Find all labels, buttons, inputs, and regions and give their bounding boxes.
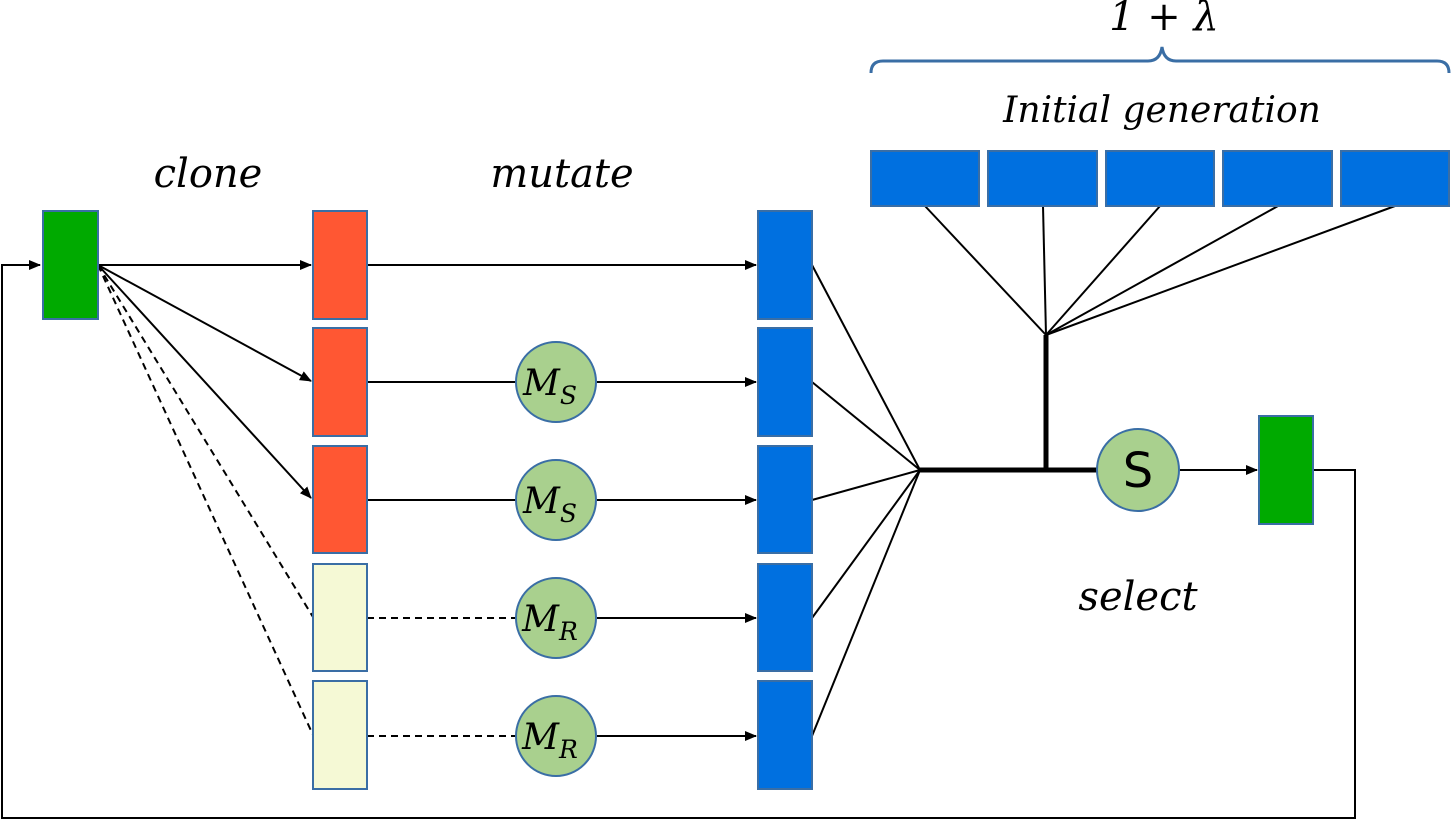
mutation-operator-mr-2: MR: [515, 695, 597, 777]
svg-text:MS: MS: [522, 363, 577, 410]
offspring-2: [757, 327, 813, 437]
initial-generation-label: Initial generation: [1002, 90, 1321, 131]
mutate-label: mutate: [490, 151, 633, 197]
population-formula-label: 1 + λ: [1109, 0, 1219, 40]
initial-individual-5: [1340, 150, 1450, 207]
mutation-operator-mr-1: MR: [515, 577, 597, 659]
svg-text:S: S: [1123, 443, 1153, 499]
clone-1: [312, 210, 368, 320]
clone-2: [312, 327, 368, 437]
mutation-operator-ms-1: MS: [515, 341, 597, 423]
clone-dashed-4: [97, 264, 314, 618]
selection-operator: S: [1096, 428, 1180, 512]
mutate-lines: [367, 260, 757, 741]
clone-3: [312, 445, 368, 554]
clone-label: clone: [154, 151, 263, 197]
offspring-4: [757, 563, 813, 672]
offspring-1: [757, 210, 813, 320]
svg-text:MR: MR: [521, 717, 578, 764]
offspring-3: [757, 445, 813, 554]
clone-arrow-2: [97, 264, 312, 382]
offspring-5: [757, 680, 813, 790]
svg-text:MS: MS: [522, 481, 577, 528]
initial-individual-1: [870, 150, 980, 207]
initial-individual-3: [1105, 150, 1215, 207]
population-brace: [869, 46, 1451, 74]
parent-individual: [42, 210, 99, 320]
offspring-column: [757, 210, 813, 790]
clone-column: [312, 210, 368, 790]
mutation-operator-ms-2: MS: [515, 459, 597, 541]
clone-dashed-5: [97, 264, 314, 736]
selection-bus: [920, 335, 1097, 473]
clone-arrows: [97, 260, 314, 736]
initial-generation-row: [870, 150, 1450, 207]
offspring-connectors: [811, 264, 921, 737]
clone-5-inactive: [312, 680, 368, 790]
svg-text:MR: MR: [521, 599, 578, 646]
selected-individual: [1258, 415, 1314, 525]
clone-4-inactive: [312, 563, 368, 672]
feedback-loop-line: [1, 260, 1356, 819]
clone-arrow-3: [97, 264, 312, 499]
select-label: select: [1078, 574, 1198, 620]
initial-generation-connectors: [924, 205, 1396, 336]
initial-individual-2: [987, 150, 1098, 207]
initial-individual-4: [1222, 150, 1333, 207]
